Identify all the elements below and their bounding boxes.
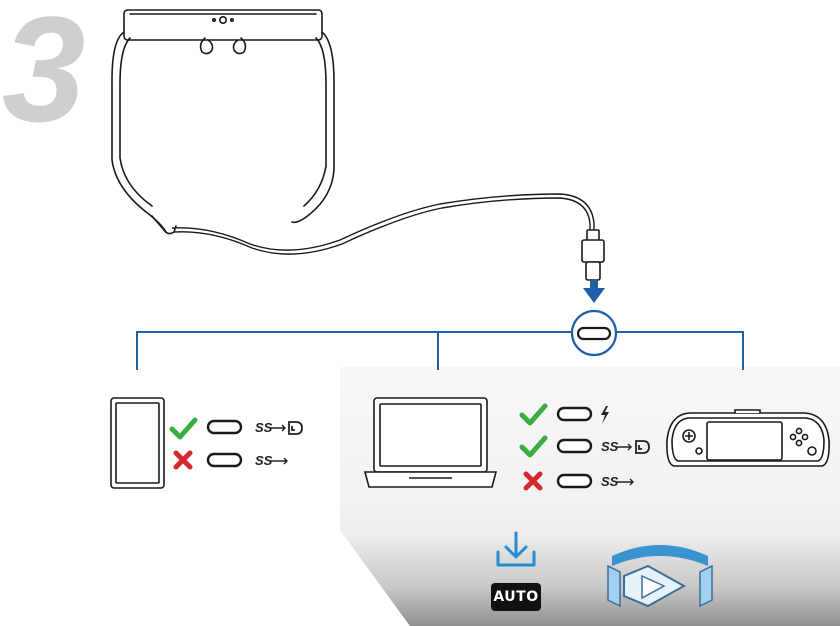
ar-glasses	[112, 10, 334, 234]
usb-trident-icon	[270, 458, 287, 464]
phone-port-row-1: SS	[172, 420, 302, 437]
laptop-device	[365, 398, 496, 487]
cross-icon	[176, 453, 190, 467]
handheld-console-device	[667, 410, 829, 466]
displayport-icon	[289, 422, 302, 434]
phone-device	[111, 398, 164, 488]
arrow-down-icon	[583, 281, 605, 303]
usb-c-port-icon	[558, 475, 591, 487]
usb-c-port-icon	[558, 440, 591, 452]
usb-c-port-icon	[572, 311, 616, 355]
app-panel-background	[340, 530, 840, 626]
auto-badge: AUTO	[491, 583, 541, 611]
connection-tree	[137, 332, 743, 370]
check-icon	[172, 420, 195, 437]
usb-c-plug	[582, 230, 604, 280]
usb-c-port-icon	[558, 408, 591, 420]
phone-port-row-2: SS	[176, 453, 287, 468]
usb-c-port-icon	[208, 454, 241, 466]
usb-c-port-icon	[208, 421, 241, 433]
